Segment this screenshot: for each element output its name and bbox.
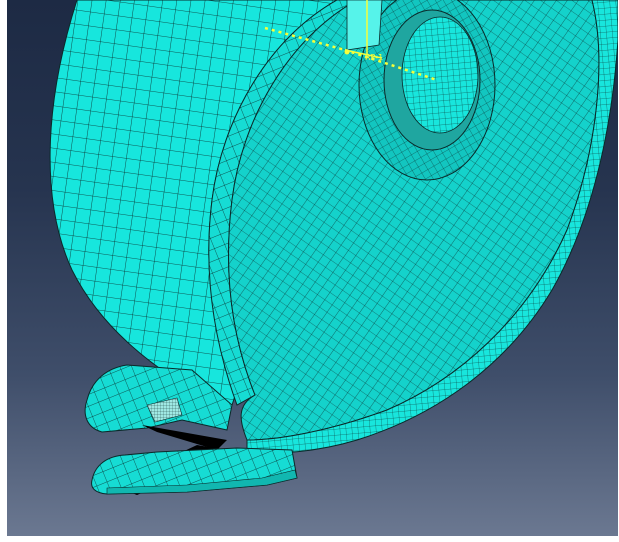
contact-patch[interactable] [146,397,183,423]
caliper-lower-pad-side[interactable] [106,469,298,495]
mesh-canvas[interactable]: RP-1 [7,0,618,536]
reference-point-marker[interactable]: RP-1 [264,0,438,82]
model-viewport[interactable]: RP-1 [7,0,618,536]
caliper-upper-block[interactable] [84,364,233,433]
selected-element-patch[interactable] [346,0,383,51]
contact-strip-upper[interactable] [142,425,227,450]
hub-hole-inner [401,16,479,134]
rp-label: RP-1 [365,53,383,62]
frame-bottom-border [0,536,619,542]
